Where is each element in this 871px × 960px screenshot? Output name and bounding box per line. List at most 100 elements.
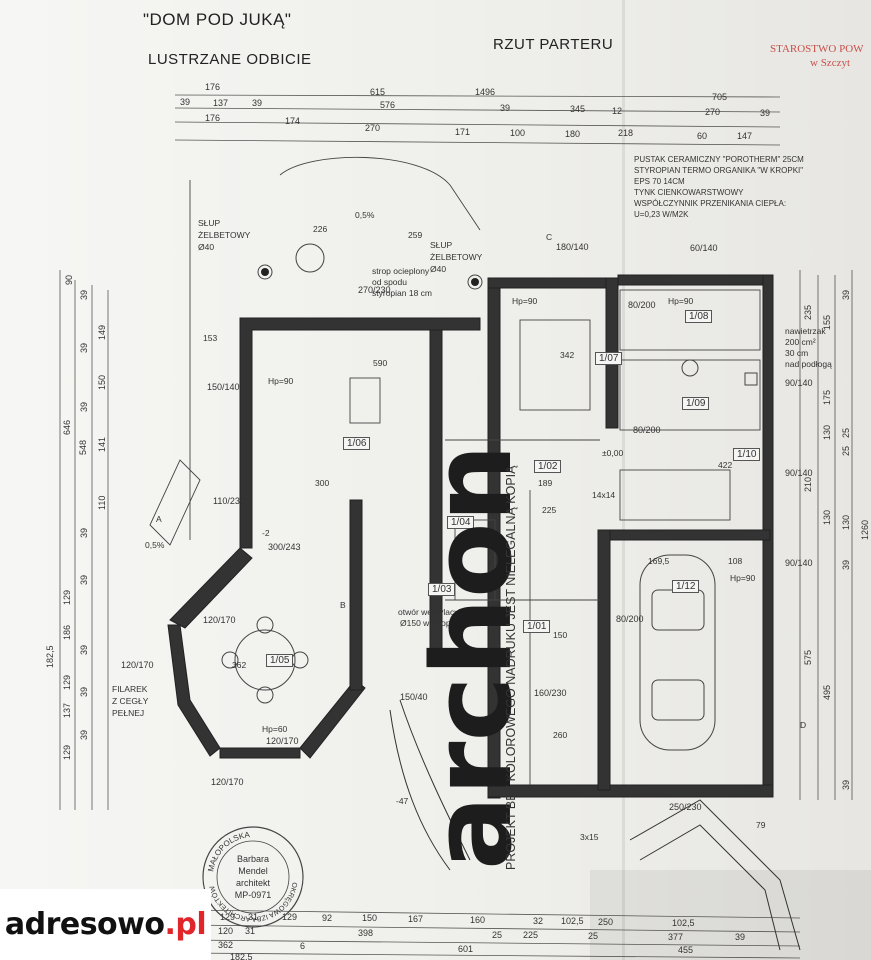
annotation-label: 226 xyxy=(313,224,328,234)
window-label: 150/40 xyxy=(400,692,428,702)
annotation-label: C xyxy=(546,232,553,242)
window-label: 80/200 xyxy=(628,300,656,310)
window-label: 90/140 xyxy=(785,558,813,568)
annotation-label: od spodu xyxy=(372,277,407,287)
window-label: 80/200 xyxy=(616,614,644,624)
top-dimension: 39 xyxy=(500,103,511,113)
project-name: "DOM POD JUKĄ" xyxy=(143,10,292,29)
window-label: 150/140 xyxy=(207,382,240,392)
architect-stamp: MAŁOPOLSKA OKRĘGOWA IZBA ARCHITEKTÓW Bar… xyxy=(202,826,304,928)
bottom-dimension: 362 xyxy=(218,940,234,950)
bottom-dimension: 129 xyxy=(220,912,236,922)
annotation-label: Ø40 xyxy=(430,264,447,274)
annotation-label: 30 cm xyxy=(785,348,809,358)
bottom-dimension: 455 xyxy=(678,945,694,955)
top-dimension: 180 xyxy=(565,129,581,139)
annotation-label: 422 xyxy=(718,460,733,470)
right-dimension: 39 xyxy=(841,289,851,300)
bottom-dimension: 150 xyxy=(362,913,378,923)
top-dimension: 147 xyxy=(737,131,753,141)
top-dimension: 615 xyxy=(370,87,386,97)
left-dimension: 39 xyxy=(79,401,89,412)
bottom-dimension: 398 xyxy=(358,928,374,938)
bottom-dimension: 120 xyxy=(218,926,234,936)
right-dimension: 39 xyxy=(841,779,851,790)
room-label: 1/03 xyxy=(428,583,456,596)
window-label: 120/170 xyxy=(266,736,299,746)
annotation-label: Ø40 xyxy=(198,242,215,252)
top-dimension: 345 xyxy=(570,104,586,114)
watermark-text: archon xyxy=(415,444,535,870)
annotation-label: 169,5 xyxy=(648,556,670,566)
top-dimension: 176 xyxy=(205,82,221,92)
bottom-dimension: 601 xyxy=(458,944,474,954)
top-dimension: 171 xyxy=(455,127,471,137)
right-dimension: 130 xyxy=(822,509,832,525)
top-dimension: 218 xyxy=(618,128,634,138)
bottom-dimension: 25 xyxy=(492,930,503,940)
top-dimension: 174 xyxy=(285,116,301,126)
room-label: 1/04 xyxy=(447,516,475,529)
right-dimension: 130 xyxy=(822,424,832,440)
room-label: 1/02 xyxy=(534,460,562,473)
logo-brand: adresowo xyxy=(4,907,165,942)
adresowo-logo[interactable]: adresowo.pl xyxy=(0,889,211,960)
wall-notes: PUSTAK CERAMICZNY "Porotherm" 25cm STYRO… xyxy=(634,154,804,220)
room-label: 1/08 xyxy=(685,310,713,323)
inner-partitions xyxy=(149,156,761,785)
right-dimension: 25 xyxy=(841,427,851,438)
annotation-label: A xyxy=(156,514,162,524)
annotation-label: 260 xyxy=(553,730,568,740)
bottom-dimension: 182,5 xyxy=(230,952,253,960)
left-dimension: 141 xyxy=(97,436,107,452)
top-dimension: 137 xyxy=(213,98,229,108)
annotation-label: FILAREK xyxy=(112,684,148,694)
annotation-label: otwór wentylacyjny xyxy=(398,607,470,617)
left-dimension: 39 xyxy=(79,289,89,300)
top-dimension: 576 xyxy=(380,100,396,110)
left-dimension: 186 xyxy=(62,624,72,640)
right-dimension: 575 xyxy=(803,649,813,665)
annotation-label: strop ocieplony xyxy=(372,266,430,276)
right-dimension: 130 xyxy=(841,514,851,530)
annotation-label: Hp=90 xyxy=(268,376,294,386)
entrance-arc xyxy=(389,699,801,951)
window-label: 120/170 xyxy=(211,777,244,787)
wall-note: U=0,23 W/m2K xyxy=(634,210,689,219)
bottom-dimension: 102,5 xyxy=(561,916,584,926)
annotation-label: ±0,00 xyxy=(602,448,624,458)
annotation-label: nad podłogą xyxy=(785,359,832,369)
architect-number: MP-0971 xyxy=(235,890,272,900)
stamp-line-1: STAROSTWO POW xyxy=(770,43,864,55)
right-dimension: 235 xyxy=(803,304,813,320)
left-dimension: 548 xyxy=(78,439,88,455)
left-dimension: 646 xyxy=(62,419,72,435)
annotation-label: D xyxy=(800,720,807,730)
top-dimension: 12 xyxy=(612,106,623,116)
annotation-label: 300 xyxy=(315,478,330,488)
left-dimension: 39 xyxy=(79,686,89,697)
room-label: 1/10 xyxy=(733,448,761,461)
annotation-label: 14x14 xyxy=(592,490,616,500)
bottom-dimension: 160 xyxy=(470,915,486,925)
left-dimension: 90 xyxy=(64,274,74,285)
annotation-label: 362 xyxy=(232,660,247,670)
window-label: 80/200 xyxy=(633,425,661,435)
slup-circles xyxy=(261,268,479,779)
bottom-dimension: 102,5 xyxy=(672,918,695,928)
window-label: 270/230 xyxy=(358,285,391,295)
annotation-label: PEŁNEJ xyxy=(112,708,145,718)
annotation-label: ŻELBETOWY xyxy=(430,252,483,262)
outer-walls xyxy=(167,274,774,799)
architect-name-2: Mendel xyxy=(238,866,268,876)
window-label: 120/170 xyxy=(203,615,236,625)
room-label: 1/09 xyxy=(682,397,710,410)
room-label: 1/07 xyxy=(595,352,623,365)
annotation-label: Hp=60 xyxy=(262,724,288,734)
top-dimension: 60 xyxy=(697,131,708,141)
room-label: 1/05 xyxy=(266,654,294,667)
window-label: 250/230 xyxy=(669,802,702,812)
left-dimension: 39 xyxy=(79,342,89,353)
bottom-dimension: 39 xyxy=(735,932,746,942)
